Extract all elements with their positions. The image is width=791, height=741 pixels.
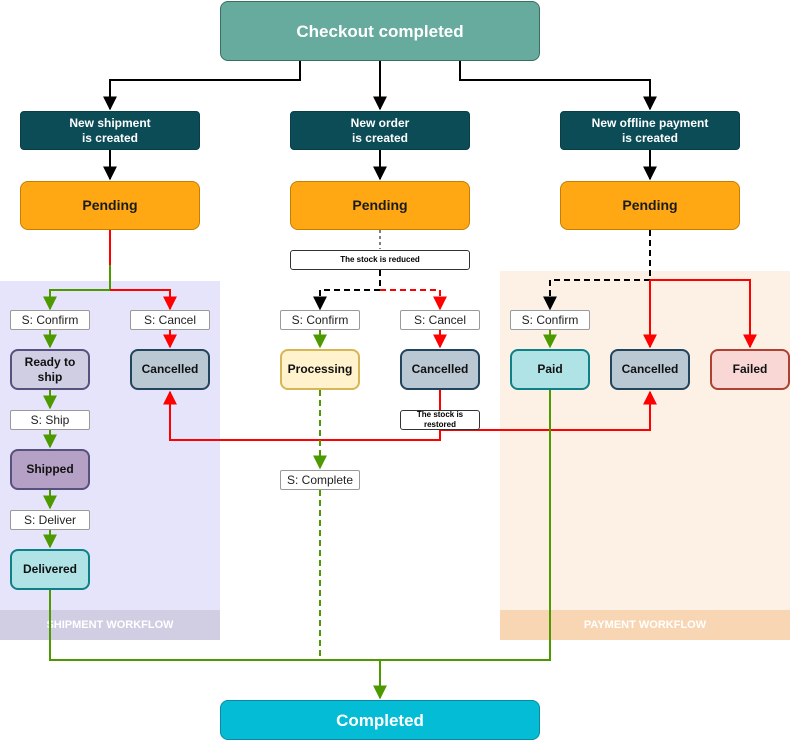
- shipment-cancelled-state: Cancelled: [130, 349, 210, 390]
- payment-confirm-transition: S: Confirm: [510, 310, 590, 330]
- payment-workflow-lane: PAYMENT WORKFLOW: [500, 271, 790, 640]
- order-cancelled-state: Cancelled: [400, 349, 480, 390]
- shipment-ship-transition: S: Ship: [10, 410, 90, 430]
- order-confirm-transition: S: Confirm: [280, 310, 360, 330]
- payment-cancelled-state: Cancelled: [610, 349, 690, 390]
- new-order-event: New order is created: [290, 111, 470, 150]
- processing-state: Processing: [280, 349, 360, 390]
- order-complete-transition: S: Complete: [280, 470, 360, 490]
- shipment-confirm-transition: S: Confirm: [10, 310, 90, 330]
- ready-to-ship-state: Ready to ship: [10, 349, 90, 390]
- stock-reduced-note: The stock is reduced: [290, 250, 470, 270]
- payment-workflow-label: PAYMENT WORKFLOW: [500, 610, 790, 640]
- shipment-pending-node: Pending: [20, 181, 200, 230]
- shipment-workflow-label: SHIPMENT WORKFLOW: [0, 610, 220, 640]
- shipment-cancel-transition: S: Cancel: [130, 310, 210, 330]
- shipment-deliver-transition: S: Deliver: [10, 510, 90, 530]
- paid-state: Paid: [510, 349, 590, 390]
- new-offline-payment-event: New offline payment is created: [560, 111, 740, 150]
- shipped-state: Shipped: [10, 449, 90, 490]
- delivered-state: Delivered: [10, 549, 90, 590]
- completed-node: Completed: [220, 700, 540, 740]
- order-cancel-transition: S: Cancel: [400, 310, 480, 330]
- checkout-completed-node: Checkout completed: [220, 1, 540, 61]
- stock-restored-note: The stock is restored: [400, 410, 480, 430]
- order-pending-node: Pending: [290, 181, 470, 230]
- payment-pending-node: Pending: [560, 181, 740, 230]
- new-shipment-event: New shipment is created: [20, 111, 200, 150]
- failed-state: Failed: [710, 349, 790, 390]
